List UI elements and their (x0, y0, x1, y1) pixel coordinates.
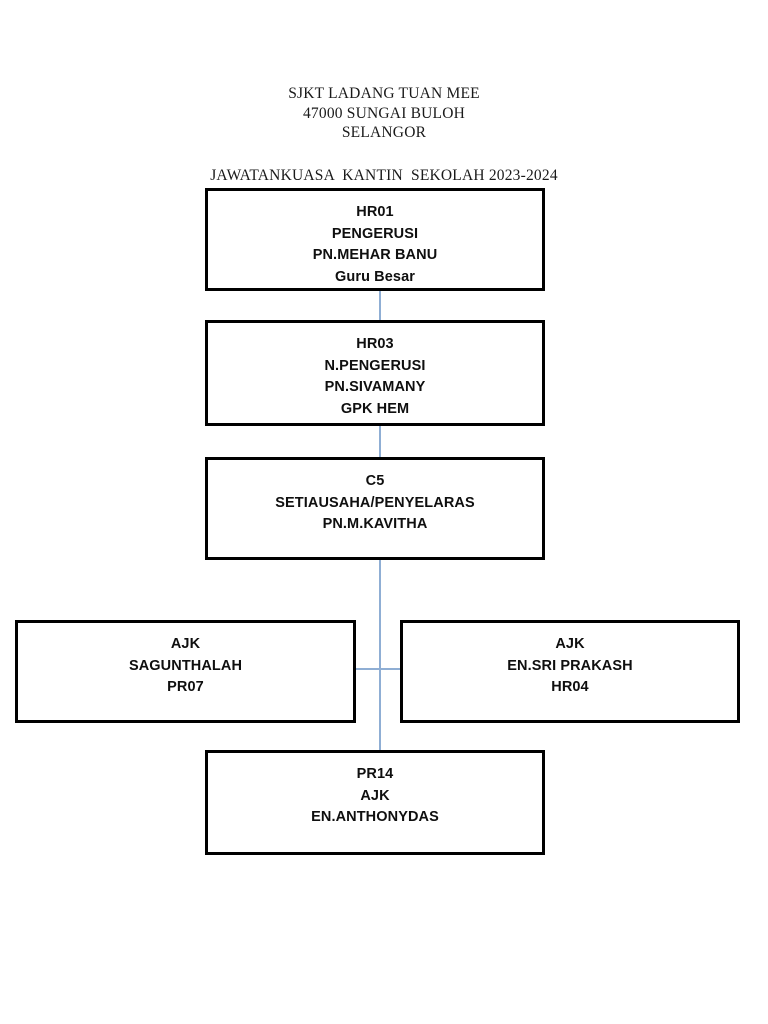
org-node-ajk-sri-prakash[interactable]: AJK EN.SRI PRAKASH HR04 (400, 620, 740, 723)
school-state: SELANGOR (341, 124, 427, 141)
page-header: SJKT LADANG TUAN MEE 47000 SUNGAI BULOH … (0, 84, 768, 185)
node-position: Guru Besar (335, 268, 415, 285)
node-role: N.PENGERUSI (324, 357, 426, 374)
node-position: GPK HEM (340, 400, 410, 417)
node-code: PR14 (356, 766, 394, 782)
node-code: HR04 (551, 679, 589, 695)
school-name: SJKT LADANG TUAN MEE (288, 85, 480, 102)
node-code: PR07 (167, 679, 204, 695)
node-code: C5 (365, 473, 385, 489)
org-node-pengerusi[interactable]: HR01 PENGERUSI PN.MEHAR BANU Guru Besar (205, 188, 545, 291)
org-node-ajk-sagunthalah[interactable]: AJK SAGUNTHALAH PR07 (15, 620, 356, 723)
node-role: SETIAUSAHA/PENYELARAS (275, 494, 475, 511)
connector-hr01-hr03 (379, 291, 381, 320)
node-role: AJK (170, 636, 201, 652)
node-code: HR03 (356, 336, 394, 352)
node-name: PN.MEHAR BANU (312, 247, 438, 263)
school-postcode-city: 47000 SUNGAI BULOH (302, 104, 466, 122)
connector-c5-spine (379, 560, 381, 750)
node-role: AJK (555, 636, 585, 652)
connector-hr03-c5 (379, 426, 381, 457)
node-role: PENGERUSI (331, 225, 419, 242)
chart-title: JAWATANKUASA KANTIN SEKOLAH 2023-2024 (210, 166, 558, 184)
node-name: PN.M.KAVITHA (322, 516, 428, 532)
node-code: HR01 (356, 204, 394, 220)
node-name: SAGUNTHALAH (128, 657, 243, 674)
org-node-ajk-anthonydas[interactable]: PR14 AJK EN.ANTHONYDAS (205, 750, 545, 855)
connector-ajk-crossbar (356, 668, 400, 670)
node-name: EN.ANTHONYDAS (311, 809, 439, 825)
node-role: AJK (360, 787, 390, 804)
org-node-naib-pengerusi[interactable]: HR03 N.PENGERUSI PN.SIVAMANY GPK HEM (205, 320, 545, 426)
node-name: EN.SRI PRAKASH (507, 657, 633, 674)
org-node-setiausaha[interactable]: C5 SETIAUSAHA/PENYELARAS PN.M.KAVITHA (205, 457, 545, 560)
node-name: PN.SIVAMANY (324, 379, 426, 395)
